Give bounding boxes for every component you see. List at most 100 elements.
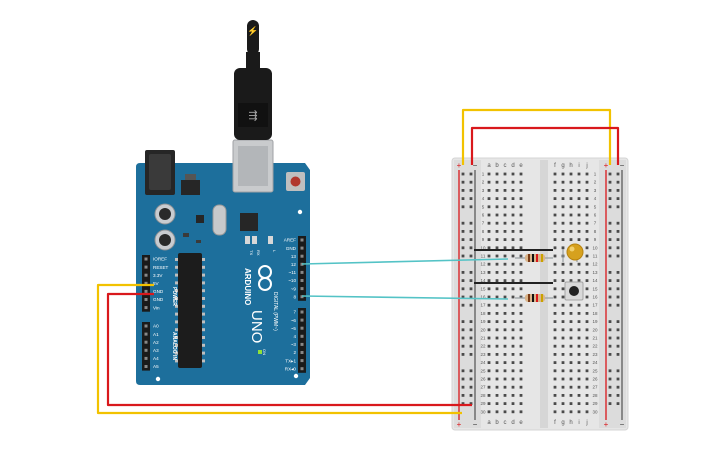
breadboard-hole[interactable] (495, 271, 499, 274)
breadboard-hole[interactable] (487, 238, 491, 241)
rail-hole[interactable] (616, 205, 620, 209)
rail-hole[interactable] (608, 287, 612, 291)
breadboard-hole[interactable] (495, 303, 499, 307)
arduino-uno-board[interactable]: ⇶ ⚡ TX RX L AR (136, 20, 310, 385)
rail-hole[interactable] (616, 385, 620, 389)
rail-hole[interactable] (461, 402, 465, 405)
breadboard-hole[interactable] (487, 254, 491, 258)
breadboard-hole[interactable] (495, 410, 499, 414)
breadboard-hole[interactable] (585, 385, 589, 389)
breadboard-hole[interactable] (577, 189, 581, 192)
breadboard-hole[interactable] (553, 336, 557, 340)
breadboard-hole[interactable] (487, 344, 491, 348)
breadboard-hole[interactable] (569, 312, 573, 315)
rail-hole[interactable] (461, 377, 465, 381)
breadboard-hole[interactable] (569, 402, 573, 405)
rail-hole[interactable] (616, 295, 620, 299)
rail-hole[interactable] (608, 320, 612, 323)
breadboard-hole[interactable] (487, 246, 491, 250)
breadboard-hole[interactable] (569, 262, 573, 266)
rail-hole[interactable] (469, 180, 473, 184)
rail-hole[interactable] (469, 189, 473, 192)
breadboard-hole[interactable] (585, 246, 589, 250)
rail-hole[interactable] (461, 385, 465, 389)
breadboard-hole[interactable] (585, 262, 589, 266)
wire-gnd-bridge[interactable] (470, 126, 620, 165)
header-pin[interactable] (300, 334, 304, 338)
breadboard-hole[interactable] (553, 369, 557, 373)
rail-hole[interactable] (616, 369, 620, 373)
breadboard-hole[interactable] (577, 394, 581, 397)
breadboard-hole[interactable] (519, 238, 523, 241)
breadboard-hole[interactable] (569, 221, 573, 225)
breadboard-hole[interactable] (519, 402, 523, 405)
breadboard-hole[interactable] (569, 353, 573, 356)
breadboard-hole[interactable] (487, 221, 491, 225)
rail-hole[interactable] (461, 328, 465, 332)
breadboard-hole[interactable] (495, 180, 499, 184)
breadboard-hole[interactable] (569, 197, 573, 200)
breadboard-hole[interactable] (577, 205, 581, 209)
rail-hole[interactable] (469, 328, 473, 332)
breadboard-hole[interactable] (495, 385, 499, 389)
breadboard-hole[interactable] (585, 344, 589, 348)
rail-hole[interactable] (469, 246, 473, 250)
breadboard-hole[interactable] (577, 180, 581, 184)
wire-pin-12[interactable] (301, 258, 509, 265)
rail-hole[interactable] (608, 230, 612, 233)
rail-hole[interactable] (616, 189, 620, 192)
breadboard-hole[interactable] (503, 385, 507, 389)
breadboard-hole[interactable] (487, 402, 491, 405)
breadboard-hole[interactable] (495, 312, 499, 315)
breadboard-hole[interactable] (553, 394, 557, 397)
breadboard-hole[interactable] (569, 189, 573, 192)
breadboard-hole[interactable] (577, 172, 581, 176)
breadboard-hole[interactable] (487, 189, 491, 192)
breadboard-hole[interactable] (503, 180, 507, 184)
rail-hole[interactable] (461, 189, 465, 192)
rail-hole[interactable] (608, 205, 612, 209)
breadboard-hole[interactable] (511, 385, 515, 389)
breadboard-hole[interactable] (585, 271, 589, 274)
breadboard-hole[interactable] (511, 271, 515, 274)
breadboard-hole[interactable] (487, 312, 491, 315)
breadboard-hole[interactable] (585, 287, 589, 291)
rail-hole[interactable] (469, 394, 473, 397)
rail-hole[interactable] (616, 271, 620, 274)
breadboard-hole[interactable] (577, 230, 581, 233)
rail-hole[interactable] (469, 353, 473, 356)
breadboard-hole[interactable] (561, 189, 565, 192)
breadboard-hole[interactable] (553, 189, 557, 192)
breadboard-hole[interactable] (561, 369, 565, 373)
breadboard-hole[interactable] (553, 320, 557, 323)
breadboard-hole[interactable] (511, 336, 515, 340)
breadboard-hole[interactable] (519, 287, 523, 291)
breadboard-hole[interactable] (495, 189, 499, 192)
breadboard-hole[interactable] (561, 230, 565, 233)
rail-hole[interactable] (616, 303, 620, 307)
breadboard-hole[interactable] (577, 320, 581, 323)
rail-hole[interactable] (616, 254, 620, 258)
breadboard-hole[interactable] (577, 312, 581, 315)
breadboard-hole[interactable] (495, 287, 499, 291)
breadboard-hole[interactable] (553, 238, 557, 241)
breadboard-hole[interactable] (511, 377, 515, 381)
breadboard-hole[interactable] (561, 213, 565, 217)
rail-hole[interactable] (608, 180, 612, 184)
breadboard-hole[interactable] (495, 238, 499, 241)
breadboard-hole[interactable] (519, 410, 523, 414)
wire-gnd[interactable] (106, 292, 472, 407)
breadboard-hole[interactable] (519, 336, 523, 340)
rail-hole[interactable] (608, 246, 612, 250)
breadboard-hole[interactable] (495, 369, 499, 373)
breadboard-hole[interactable] (487, 320, 491, 323)
breadboard-hole[interactable] (569, 328, 573, 332)
breadboard-hole[interactable] (585, 205, 589, 209)
breadboard-hole[interactable] (511, 394, 515, 397)
breadboard-hole[interactable] (561, 385, 565, 389)
breadboard-hole[interactable] (511, 189, 515, 192)
breadboard-hole[interactable] (503, 213, 507, 217)
breadboard-hole[interactable] (503, 205, 507, 209)
breadboard-hole[interactable] (577, 271, 581, 274)
header-pin[interactable] (144, 365, 148, 368)
